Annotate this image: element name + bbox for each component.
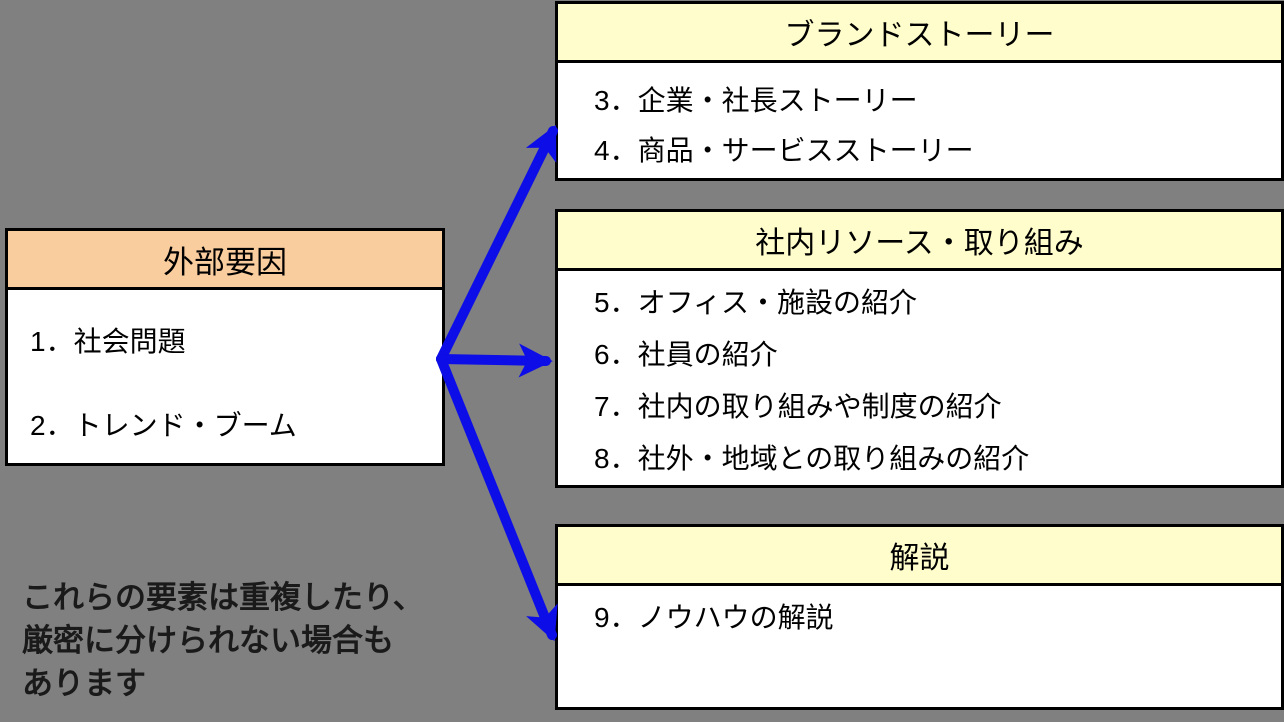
- list-item: 1．社会問題: [30, 326, 186, 357]
- list-item: 4．商品・サービスストーリー: [594, 135, 974, 166]
- list-item: 5．オフィス・施設の紹介: [594, 287, 918, 318]
- note-line: あります: [22, 666, 146, 701]
- external-factors-body: 1．社会問題 2．トレンド・ブーム: [8, 312, 442, 452]
- list-item: 3．企業・社長ストーリー: [594, 85, 918, 116]
- arrow-to-brand-story: [436, 124, 558, 364]
- internal-resources-box: 社内リソース・取り組み 5．オフィス・施設の紹介 6．社員の紹介 7．社内の取り…: [555, 209, 1284, 488]
- list-item: 6．社員の紹介: [594, 339, 778, 370]
- list-item: 7．社内の取り組みや制度の紹介: [594, 391, 1002, 422]
- list-item: 9．ノウハウの解説: [594, 602, 834, 633]
- external-factors-header: 外部要因: [8, 231, 442, 290]
- note-line: 厳密に分けられない場合も: [22, 623, 394, 658]
- internal-resources-body: 5．オフィス・施設の紹介 6．社員の紹介 7．社内の取り組みや制度の紹介 8．社…: [558, 275, 1281, 483]
- arrow-to-internal-resources: [436, 343, 553, 378]
- note-text: これらの要素は重複したり、 厳密に分けられない場合も あります: [22, 576, 424, 705]
- brand-story-box: ブランドストーリー 3．企業・社長ストーリー 4．商品・サービスストーリー: [555, 1, 1284, 181]
- list-item: 8．社外・地域との取り組みの紹介: [594, 443, 1030, 474]
- brand-story-body: 3．企業・社長ストーリー 4．商品・サービスストーリー: [558, 77, 1281, 171]
- commentary-header: 解説: [558, 527, 1281, 586]
- list-item: 2．トレンド・ブーム: [30, 410, 297, 441]
- internal-resources-header: 社内リソース・取り組み: [558, 212, 1281, 271]
- external-factors-box: 外部要因 1．社会問題 2．トレンド・ブーム: [5, 228, 445, 466]
- brand-story-header: ブランドストーリー: [558, 4, 1281, 63]
- note-line: これらの要素は重複したり、: [22, 580, 424, 615]
- commentary-body: 9．ノウハウの解説: [558, 592, 1281, 640]
- arrow-to-commentary: [436, 354, 558, 642]
- commentary-box: 解説 9．ノウハウの解説: [555, 524, 1284, 710]
